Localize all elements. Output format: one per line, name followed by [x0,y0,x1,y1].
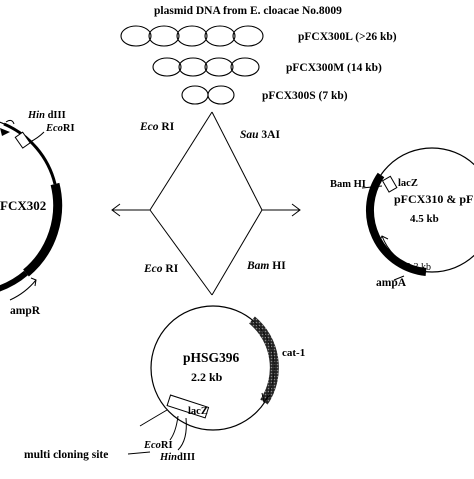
vector-marker-cat1: cat-1 [282,347,305,359]
fraction-large-ovals [120,25,264,47]
enzyme-top-right: Sau 3AI [240,129,280,141]
vector-name: pHSG396 [183,350,240,365]
fraction-small-ovals [181,85,235,105]
right-insert-size: 2.3 kb [406,262,431,273]
right-plasmid-map [361,147,474,281]
vector-site-hindiii: HindIII [159,452,195,463]
right-marker-ampa: ampA [376,277,407,289]
multi-cloning-site-label: multi cloning site [24,449,108,461]
left-site-ecori: EcoRI [45,123,75,134]
enzyme-bottom-left: Eco RI [143,263,179,275]
fraction-label-small: pFCX300S (7 kb) [262,90,348,102]
right-plasmid-size: 4.5 kb [410,213,439,225]
left-site-hindiii: Hin dIII [27,110,66,121]
enzyme-top-left: Eco RI [139,121,175,133]
vector-size: 2.2 kb [191,370,223,384]
left-marker-ampr: ampR [10,305,41,317]
reaction-diamond [111,111,301,296]
right-plasmid-name: pFCX310 & pF [394,192,473,206]
fraction-label-large: pFCX300L (>26 kb) [298,31,397,43]
right-site-bamhi: Bam HI [330,179,366,190]
vector-plasmid-map [139,305,279,451]
right-lacz-label: lacZ [398,178,418,189]
vector-lacz-label: lacZ [188,406,208,417]
fraction-label-medium: pFCX300M (14 kb) [286,62,382,74]
source-title: plasmid DNA from E. cloacae No.8009 [154,5,342,17]
enzyme-bottom-right: Bam HI [246,260,286,272]
fraction-medium-ovals [152,57,260,77]
left-plasmid-name: FCX302 [0,198,46,213]
left-plasmid-map [0,119,63,301]
vector-site-ecori: EcoRI [143,440,173,451]
